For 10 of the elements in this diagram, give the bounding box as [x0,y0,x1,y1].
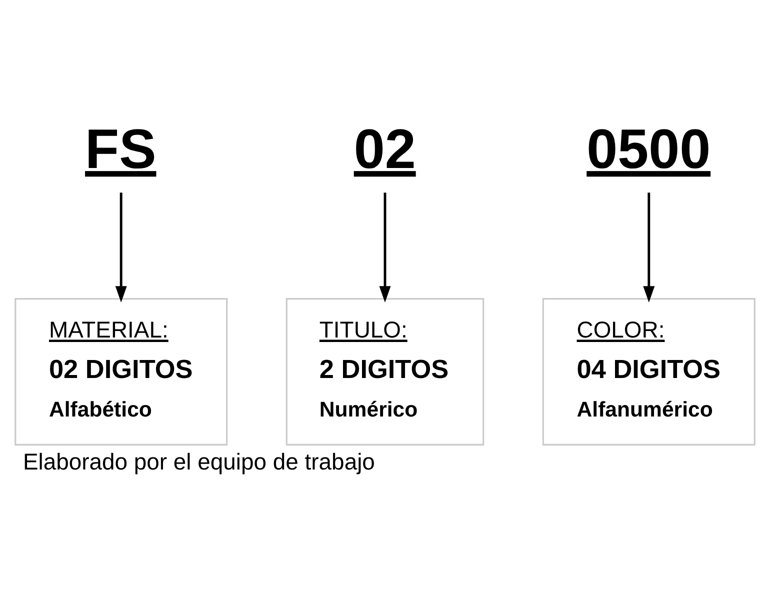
caption: Elaborado por el equipo de trabajo [22,448,375,475]
node-text: FS [85,118,156,180]
node-text: 02 [354,118,416,180]
arrow [643,192,655,303]
node-box: TITULO: 2 DIGITOS Numérico [286,298,484,446]
node-text: 0500 [586,118,711,180]
arrow [379,192,391,303]
node-box: COLOR: 04 DIGITOS Alfanumérico [542,298,756,446]
node-box: MATERIAL: 02 DIGITOS Alfabético [14,298,228,446]
arrow [115,192,127,303]
